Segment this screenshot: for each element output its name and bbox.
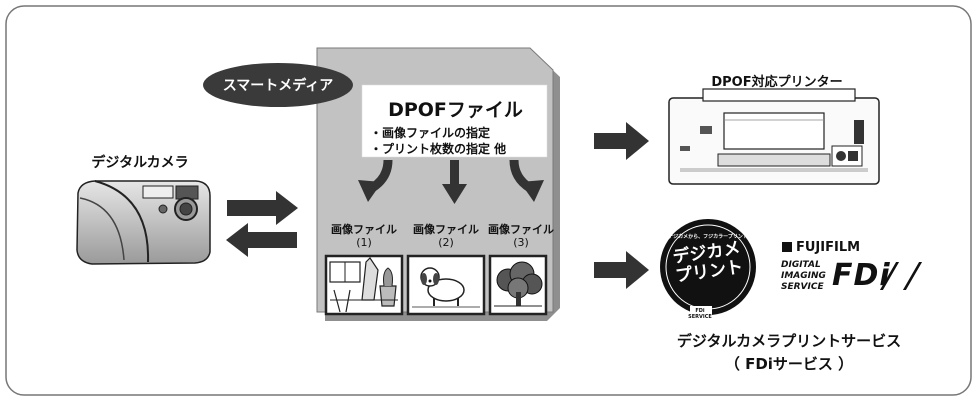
image-file-number-3: (3) <box>513 236 529 249</box>
dpof-file-box <box>361 84 548 158</box>
arrow-card-to-printer <box>594 122 649 160</box>
fdi-line-2: IMAGING <box>781 271 826 281</box>
down-arrow-1 <box>358 159 393 202</box>
fdi-line-3: SERVICE <box>781 282 824 292</box>
digicame-print-badge <box>660 219 756 320</box>
image-thumbnail-3 <box>488 254 548 316</box>
image-thumbnail-1 <box>324 254 404 316</box>
service-name: デジタルカメラプリントサービス <box>676 332 902 350</box>
down-arrow-2 <box>442 160 467 204</box>
arrow-card-to-service <box>594 251 649 289</box>
smart-media-badge-label: スマートメディア <box>222 78 334 94</box>
printer-label: DPOF対応プリンター <box>711 75 843 90</box>
digital-camera-illustration <box>76 180 211 265</box>
badge-bottom-text: FDi SERVICE <box>688 308 712 320</box>
image-file-label-1: 画像ファイル <box>331 223 397 236</box>
fdi-logo: FDi <box>832 258 891 293</box>
image-file-label-2: 画像ファイル <box>413 223 479 236</box>
image-file-label-3: 画像ファイル <box>488 223 554 236</box>
arrow-card-to-camera <box>226 223 297 257</box>
image-file-number-1: (1) <box>356 236 372 249</box>
camera-label: デジタルカメラ <box>91 155 189 171</box>
dpof-printer-illustration <box>668 88 880 185</box>
image-thumbnail-2 <box>406 254 486 316</box>
dpof-file-title: DPOFファイル <box>388 99 523 121</box>
arrow-camera-to-card <box>227 191 298 225</box>
badge-top-text: デジカメから、フジカラープリント <box>668 234 748 240</box>
image-file-number-2: (2) <box>438 236 454 249</box>
down-arrow-3 <box>509 159 544 202</box>
fdi-line-1: DIGITAL <box>781 260 821 270</box>
dpof-file-item-1: ・画像ファイルの指定 <box>370 126 491 140</box>
fujifilm-icon <box>782 242 792 252</box>
smart-media-badge <box>203 63 353 107</box>
service-abbr: （ FDiサービス ） <box>724 355 854 373</box>
fujifilm-text: FUJIFILM <box>796 240 861 255</box>
dpof-file-item-2: ・プリント枚数の指定 他 <box>370 142 507 156</box>
fujifilm-logo: FUJIFILM <box>782 240 860 255</box>
